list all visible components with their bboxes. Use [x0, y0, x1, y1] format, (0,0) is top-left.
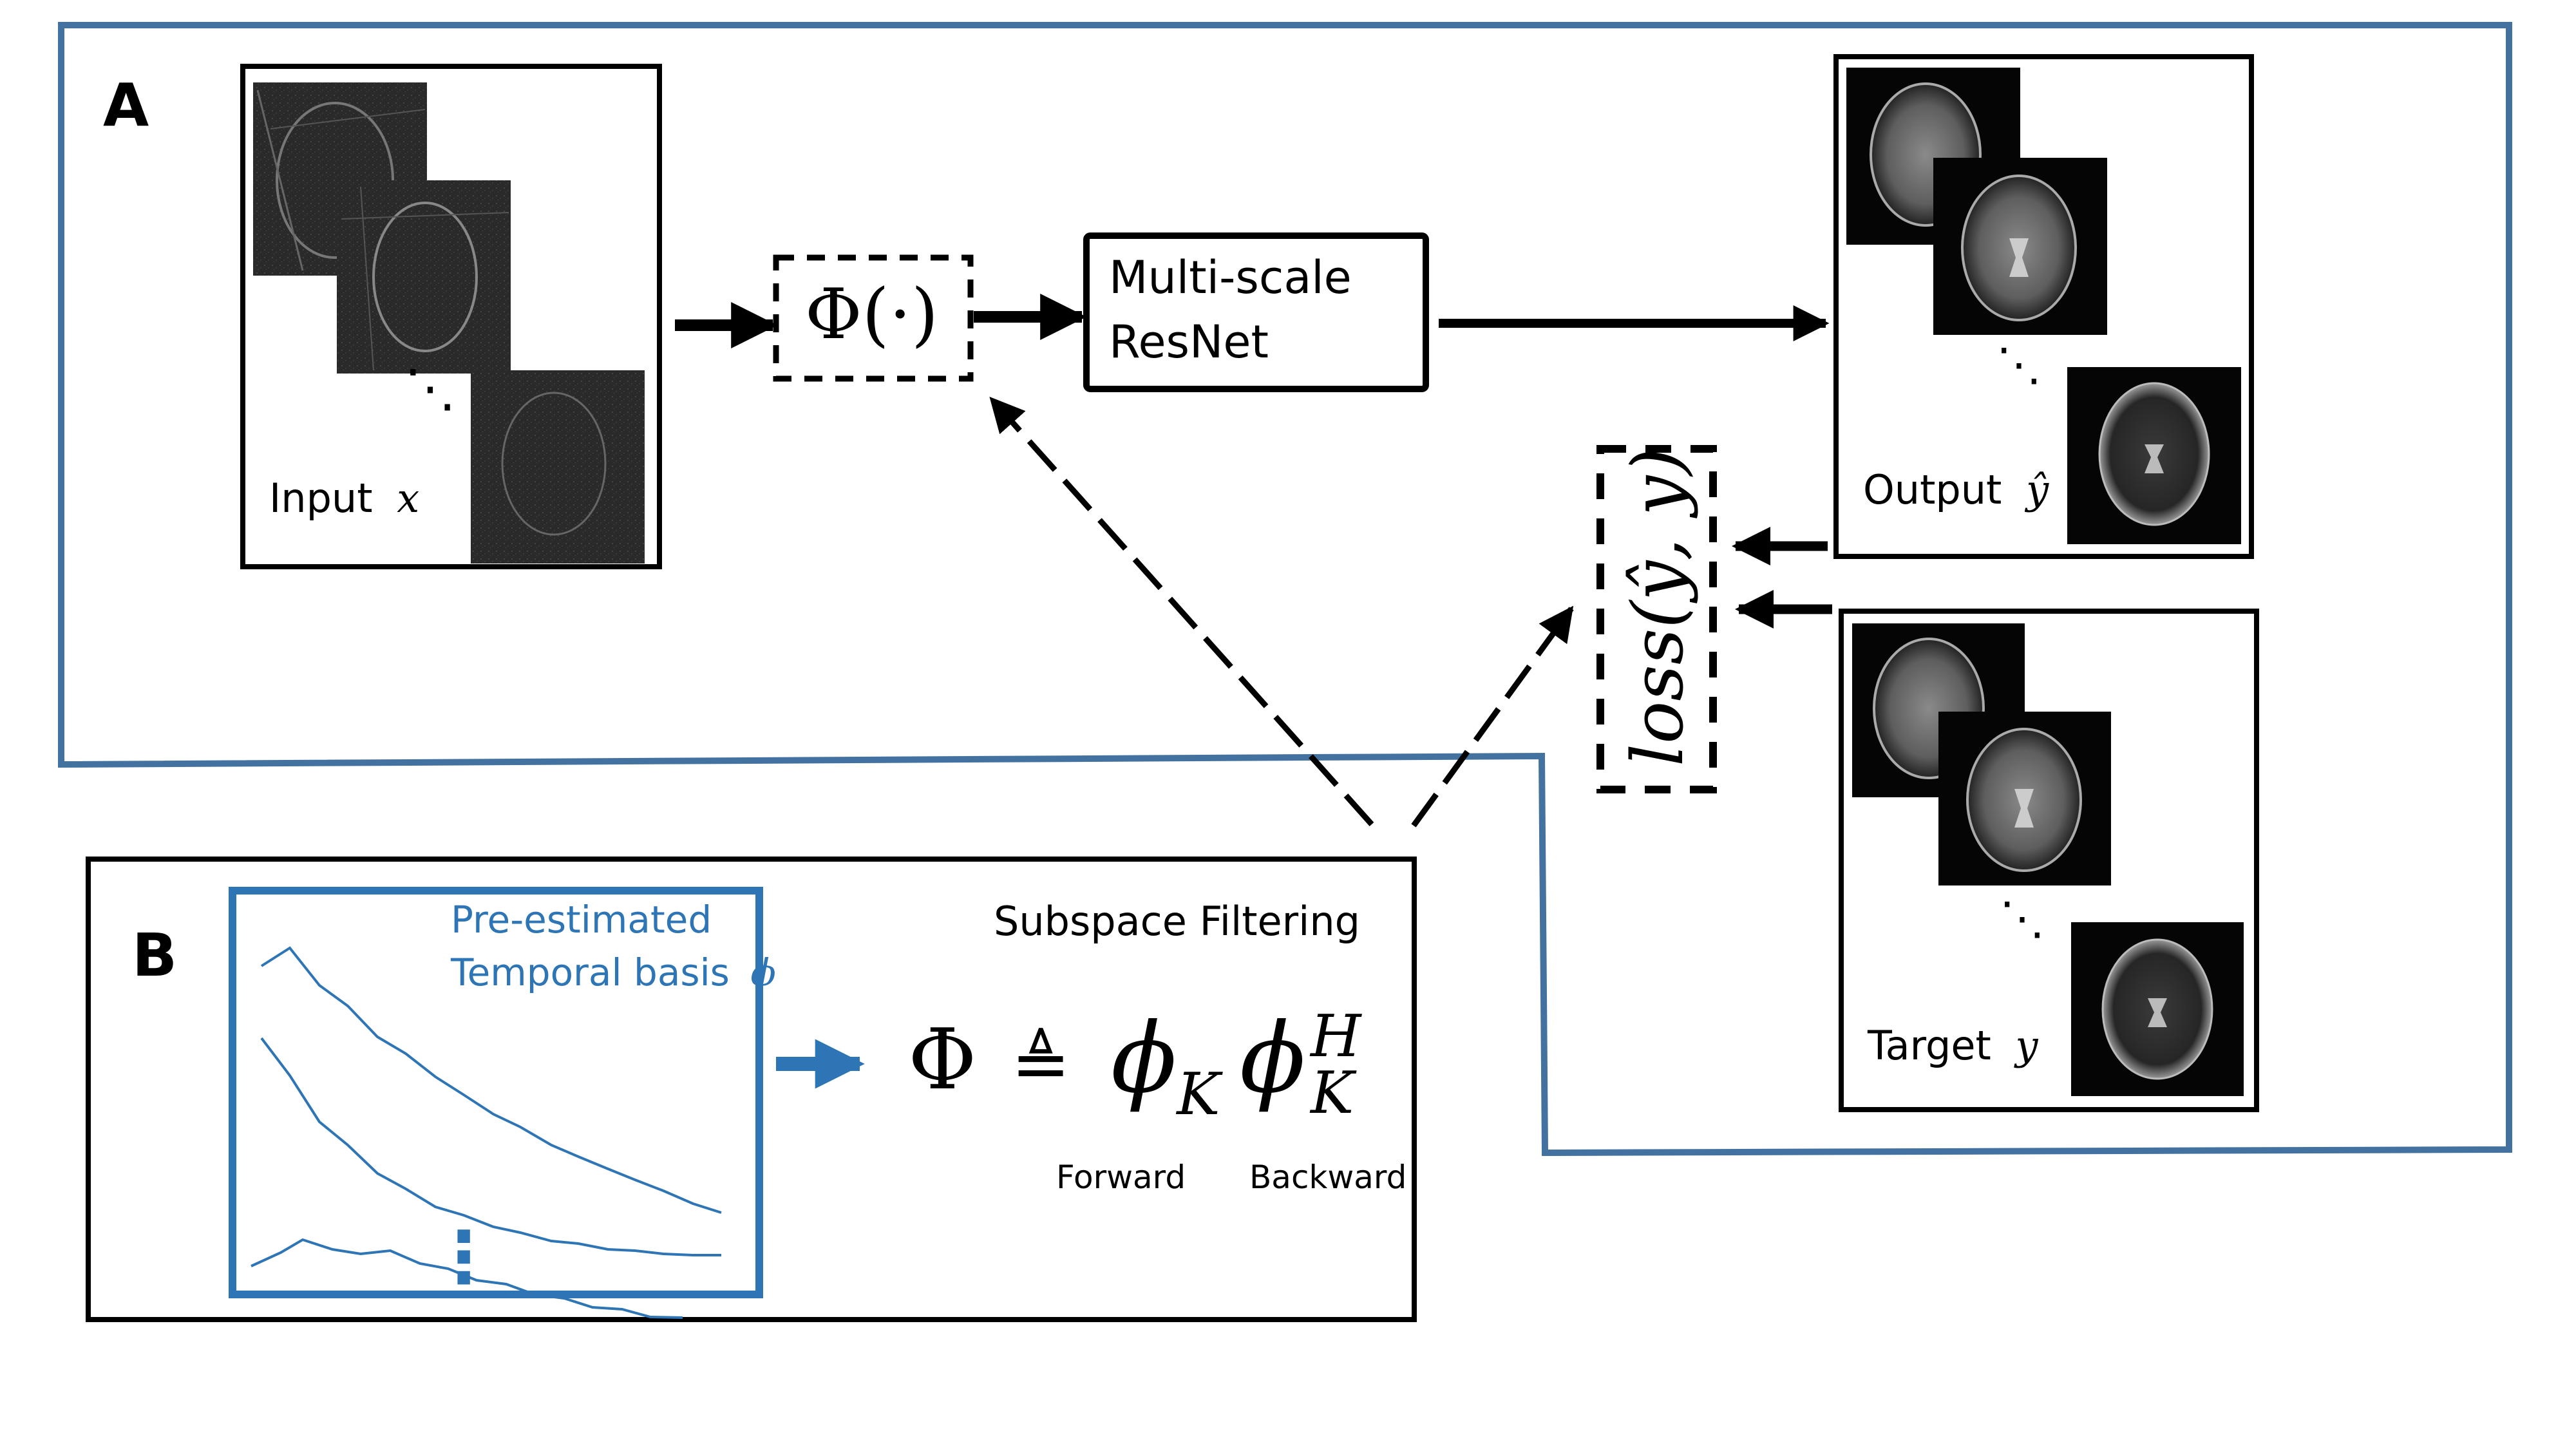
target-image-2 [1938, 712, 2111, 886]
output-label: Output ŷ [1863, 466, 2049, 513]
subspace-filtering-title: Subspace Filtering [994, 898, 1360, 945]
basis-ellipsis: ⋮ [428, 1216, 499, 1298]
input-ellipsis: ⋱ [404, 358, 456, 418]
panel-a-label: A [103, 71, 149, 140]
input-box: ⋱ Input x [240, 64, 662, 569]
target-image-3 [2071, 922, 2244, 1096]
panel-b-label: B [132, 921, 177, 990]
target-box: ⋱ Target y [1839, 609, 2259, 1112]
formula-sup-h: H [1309, 1003, 1362, 1070]
formula-sub-k: K [1309, 1059, 1357, 1127]
formula-lhs: Φ [908, 1010, 977, 1108]
formula-phi-forward: ϕK [1111, 1003, 1223, 1128]
forward-label: Forward [1056, 1159, 1186, 1196]
input-image-3 [471, 370, 645, 564]
formula-defeq: ≜ [1011, 1023, 1070, 1105]
network-box: Multi-scale ResNet [1083, 232, 1429, 392]
subspace-formula: Φ ≜ ϕK ϕ H K [908, 1003, 1362, 1128]
panel-a-outline [58, 22, 2512, 1157]
output-image-3 [2067, 367, 2241, 544]
basis-curve-2 [260, 1037, 721, 1256]
target-ellipsis: ⋱ [2000, 892, 2045, 945]
dashed-arrow-to-operator [989, 396, 1374, 826]
dashed-arrow-to-loss [1411, 605, 1574, 828]
output-ellipsis: ⋱ [1996, 338, 2041, 391]
basis-title-line2: Temporal basis ϕ [450, 951, 776, 994]
output-box: ⋱ Output ŷ [1833, 54, 2254, 559]
backward-label: Backward [1249, 1159, 1406, 1196]
panel-b: B Pre-estimated Temporal basis ϕ ⋮ Subsp… [86, 857, 1417, 1322]
basis-title-line1: Pre-estimated [451, 898, 712, 942]
basis-curve-3 [251, 1238, 683, 1319]
loss-box: loss(ŷ, y) [1596, 445, 1717, 793]
basis-curve-1 [260, 946, 722, 1214]
operator-box: Φ(·) [773, 254, 974, 382]
network-label-line2: ResNet [1109, 316, 1269, 368]
temporal-basis-box: Pre-estimated Temporal basis ϕ ⋮ [229, 887, 776, 1319]
formula-phi-backward: ϕ [1240, 1003, 1305, 1115]
loss-label: loss(ŷ, y) [1616, 448, 1699, 766]
target-label: Target y [1867, 1022, 2039, 1069]
output-image-2 [1933, 158, 2107, 335]
network-label-line1: Multi-scale [1109, 251, 1352, 304]
input-label: Input x [269, 475, 419, 522]
input-image-2 [337, 180, 511, 374]
operator-label: Φ(·) [805, 274, 938, 355]
